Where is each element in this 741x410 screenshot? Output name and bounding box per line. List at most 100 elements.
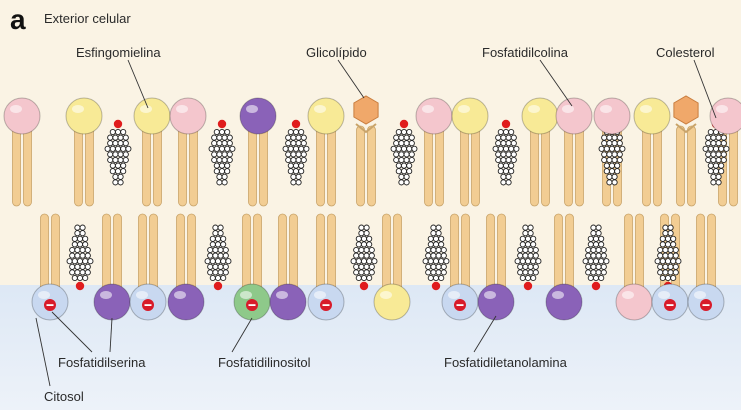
sterol-ring-atom bbox=[511, 152, 516, 157]
sterol-ring-atom bbox=[369, 264, 374, 269]
sterol-ring-atom bbox=[433, 275, 438, 280]
fatty-acid-tail bbox=[531, 126, 539, 206]
sterol-ring-atom bbox=[617, 152, 622, 157]
minus-sign bbox=[47, 304, 54, 306]
sterol-ring-atom bbox=[663, 253, 668, 258]
fatty-acid-tail bbox=[41, 214, 49, 292]
sterol-ring-atom bbox=[219, 146, 224, 151]
sterol-ring-atom bbox=[394, 157, 399, 162]
sterol-ring-atom bbox=[404, 157, 409, 162]
head-highlight bbox=[10, 105, 22, 113]
head-highlight bbox=[562, 105, 574, 113]
sterol-ring-atom bbox=[208, 270, 213, 275]
sterol-ring-atom bbox=[668, 253, 673, 258]
sterol-ring-atom bbox=[668, 270, 673, 275]
sterol-ring-atom bbox=[503, 129, 508, 134]
sterol-ring-atom bbox=[364, 264, 369, 269]
sterol-ring-atom bbox=[404, 174, 409, 179]
sterol-ring-atom bbox=[83, 236, 88, 241]
sterol-ring-atom bbox=[711, 174, 716, 179]
sterol-ring-atom bbox=[301, 135, 306, 140]
leader-line bbox=[128, 60, 148, 108]
sterol-ring-atom bbox=[401, 169, 406, 174]
sterol-ring-atom bbox=[431, 253, 436, 258]
sterol-ring-atom bbox=[523, 225, 528, 230]
sterol-ring-atom bbox=[213, 264, 218, 269]
pink-head bbox=[710, 98, 741, 134]
sterol-ring-atom bbox=[663, 264, 668, 269]
leader-line bbox=[110, 318, 112, 352]
sterol-ring-atom bbox=[217, 141, 222, 146]
sterol-ring-atom bbox=[719, 169, 724, 174]
sterol-ring-atom bbox=[208, 247, 213, 252]
sterol-ring-atom bbox=[607, 152, 612, 157]
sterol-ring-atom bbox=[108, 141, 113, 146]
cholesterol bbox=[515, 225, 541, 290]
sterol-ring-atom bbox=[301, 141, 306, 146]
sterol-ring-atom bbox=[673, 270, 678, 275]
sterol-ring-atom bbox=[210, 259, 215, 264]
sterol-ring-atom bbox=[706, 152, 711, 157]
sterol-ring-atom bbox=[588, 236, 593, 241]
sterol-ring-atom bbox=[531, 275, 536, 280]
sterol-ring-atom bbox=[506, 152, 511, 157]
sterol-ring-atom bbox=[721, 152, 726, 157]
head-highlight bbox=[716, 105, 728, 113]
sterol-ring-atom bbox=[599, 259, 604, 264]
sterol-ring-atom bbox=[217, 174, 222, 179]
sterol-ring-atom bbox=[396, 163, 401, 168]
sterol-ring-atom bbox=[706, 135, 711, 140]
sterol-ring-atom bbox=[668, 225, 673, 230]
sterol-ring-atom bbox=[607, 141, 612, 146]
sterol-ring-atom bbox=[588, 259, 593, 264]
sterol-ring-atom bbox=[506, 180, 511, 185]
sterol-ring-atom bbox=[423, 259, 428, 264]
sterol-ring-atom bbox=[407, 169, 412, 174]
sterol-ring-atom bbox=[291, 174, 296, 179]
label-fosfatidilinositol: Fosfatidilinositol bbox=[218, 356, 311, 369]
sterol-ring-atom bbox=[299, 163, 304, 168]
fatty-acid-tail bbox=[436, 126, 444, 206]
label-exterior-celular: Exterior celular bbox=[44, 12, 131, 25]
sterol-ring-atom bbox=[304, 146, 309, 151]
sterol-ring-atom bbox=[113, 152, 118, 157]
sterol-ring-atom bbox=[75, 231, 80, 236]
head-highlight bbox=[246, 105, 258, 113]
sterol-ring-atom bbox=[205, 259, 210, 264]
sterol-ring-atom bbox=[85, 247, 90, 252]
sterol-ring-atom bbox=[588, 242, 593, 247]
sterol-ring-atom bbox=[286, 135, 291, 140]
pink-head bbox=[616, 284, 652, 320]
sterol-ring-atom bbox=[711, 135, 716, 140]
sterol-ring-atom bbox=[441, 247, 446, 252]
sterol-ring-atom bbox=[607, 135, 612, 140]
sterol-ring-atom bbox=[404, 141, 409, 146]
fatty-acid-tail bbox=[565, 126, 573, 206]
sterol-ring-atom bbox=[364, 247, 369, 252]
sterol-ring-atom bbox=[288, 163, 293, 168]
sterol-ring-atom bbox=[225, 163, 230, 168]
pink-head bbox=[594, 98, 630, 134]
sterol-ring-atom bbox=[356, 236, 361, 241]
sterol-ring-atom bbox=[369, 253, 374, 258]
sterol-ring-atom bbox=[301, 152, 306, 157]
fatty-acid-tail bbox=[708, 214, 716, 292]
sterol-ring-atom bbox=[591, 231, 596, 236]
sterol-ring-atom bbox=[719, 146, 724, 151]
fatty-acid-tail bbox=[190, 126, 198, 206]
cholesterol bbox=[105, 120, 131, 185]
sterol-ring-atom bbox=[436, 253, 441, 258]
fatty-acid-tail bbox=[103, 214, 111, 292]
sterol-ring-atom bbox=[404, 152, 409, 157]
sterol-ring-atom bbox=[227, 157, 232, 162]
sterol-ring-atom bbox=[212, 152, 217, 157]
sterol-ring-atom bbox=[601, 247, 606, 252]
fatty-acid-tail bbox=[643, 126, 651, 206]
sterol-ring-atom bbox=[673, 253, 678, 258]
sterol-ring-atom bbox=[496, 152, 501, 157]
sterol-ring-atom bbox=[528, 225, 533, 230]
sterol-ring-atom bbox=[536, 259, 541, 264]
fatty-acid-tail bbox=[139, 214, 147, 292]
sterol-ring-atom bbox=[525, 242, 530, 247]
head-highlight bbox=[658, 291, 670, 299]
